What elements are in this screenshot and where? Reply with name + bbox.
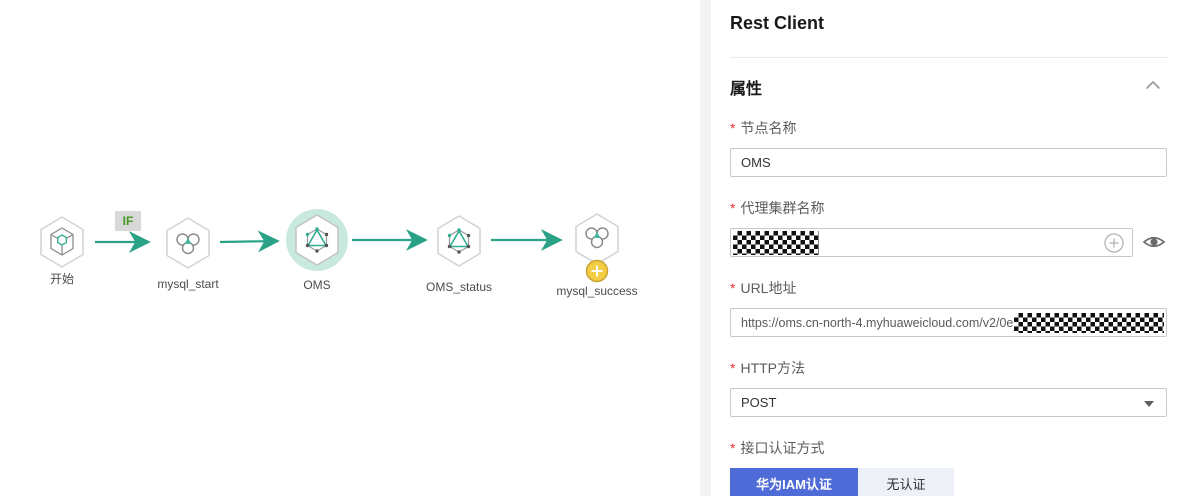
- url-input[interactable]: https://oms.cn-north-4.myhuaweicloud.com…: [730, 308, 1167, 337]
- panel-title: Rest Client: [730, 13, 825, 33]
- cluster-icon: [575, 213, 619, 265]
- node-oms-status[interactable]: [435, 214, 483, 273]
- prism-icon: [295, 214, 339, 266]
- add-node-button[interactable]: [585, 259, 609, 288]
- prism-icon: [437, 215, 481, 267]
- node-label: mysql_start: [157, 277, 219, 291]
- url-value-prefix: https://oms.cn-north-4.myhuaweicloud.com…: [741, 315, 1014, 330]
- node-mysql-start[interactable]: [164, 216, 212, 275]
- auth-option-iam[interactable]: 华为IAM认证: [730, 468, 858, 496]
- collapse-section-button[interactable]: [1144, 78, 1162, 97]
- workflow-canvas[interactable]: IF 开始 mysql_start: [0, 0, 700, 496]
- node-mysql-success[interactable]: [573, 212, 621, 271]
- node-label: OMS: [303, 278, 331, 292]
- edge-condition-badge[interactable]: IF: [115, 211, 141, 231]
- node-label: mysql_success: [556, 284, 638, 298]
- edge-mysqlstart-oms[interactable]: [219, 230, 280, 253]
- cluster-icon: [166, 217, 210, 269]
- cube-icon: [40, 216, 84, 268]
- panel-resize-gutter[interactable]: [700, 0, 711, 496]
- plus-icon: [585, 259, 609, 283]
- required-marker: *: [730, 280, 736, 296]
- redacted-value: [1014, 312, 1164, 333]
- node-label: 开始: [49, 272, 75, 286]
- http-method-value: POST: [741, 395, 777, 410]
- required-marker: *: [730, 200, 736, 216]
- edges-layer: [95, 229, 563, 253]
- node-label: OMS_status: [425, 280, 493, 294]
- auth-toggle-group: 华为IAM认证 无认证: [730, 468, 954, 496]
- field-label-node-name: *节点名称: [730, 120, 797, 136]
- chevron-up-icon: [1146, 81, 1160, 89]
- field-label-http-method: *HTTP方法: [730, 360, 806, 376]
- chevron-down-icon: [1144, 401, 1154, 407]
- view-cluster-button[interactable]: [1142, 232, 1166, 257]
- agent-cluster-input[interactable]: [730, 228, 1133, 257]
- field-label-url: *URL地址: [730, 280, 797, 296]
- redacted-value: [733, 230, 819, 255]
- circle-plus-icon: [1104, 233, 1124, 253]
- http-method-select[interactable]: POST: [730, 388, 1167, 417]
- required-marker: *: [730, 360, 736, 376]
- divider: [730, 57, 1167, 58]
- required-marker: *: [730, 120, 736, 136]
- field-label-auth: *接口认证方式: [730, 440, 825, 456]
- node-start[interactable]: [38, 215, 86, 274]
- required-marker: *: [730, 440, 736, 456]
- node-oms[interactable]: [293, 213, 341, 272]
- node-name-input[interactable]: [730, 148, 1167, 177]
- eye-icon: [1142, 236, 1166, 248]
- field-label-agent-cluster: *代理集群名称: [730, 200, 825, 216]
- auth-option-none[interactable]: 无认证: [858, 468, 954, 496]
- add-cluster-button[interactable]: [1103, 232, 1125, 257]
- section-title-properties: 属性: [730, 81, 763, 98]
